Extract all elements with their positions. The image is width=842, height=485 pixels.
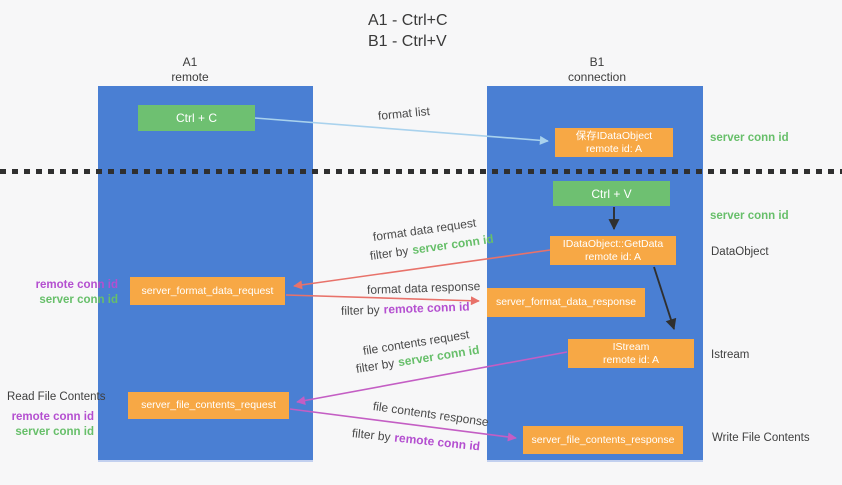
side-label-remote-conn-id-left-2: remote conn id: [11, 411, 94, 423]
node-istream: IStream remote id: A: [568, 339, 694, 368]
lane-b-subtitle: connection: [567, 70, 627, 84]
lane-a-name: A1: [182, 55, 198, 69]
remote-conn-id-text-2: remote conn id: [393, 430, 481, 454]
node-ctrl-c-label: Ctrl + C: [175, 111, 217, 125]
side-label-read-file-contents: Read File Contents: [7, 391, 106, 403]
node-idataobject-getdata: IDataObject::GetData remote id: A: [550, 236, 676, 265]
node-istream-line2: remote id: A: [602, 353, 660, 366]
node-server-format-data-request-label: server_format_data_request: [141, 284, 274, 297]
node-istream-line1: IStream: [612, 340, 650, 353]
node-idataobject-getdata-line2: remote id: A: [584, 250, 642, 263]
lane-b-header: B1 connection: [537, 55, 657, 85]
node-save-idataobject-line2: remote id: A: [585, 142, 643, 155]
side-label-server-conn-id-left-2: server conn id: [15, 426, 94, 438]
node-server-file-contents-request-label: server_file_contents_request: [141, 399, 276, 411]
node-ctrl-c: Ctrl + C: [138, 105, 255, 131]
node-save-idataobject: 保存IDataObject remote id: A: [555, 128, 673, 157]
side-label-write-file-contents: Write File Contents: [712, 432, 810, 444]
edge-label-file-contents-response: file contents response: [372, 399, 490, 430]
side-label-istream: Istream: [711, 349, 750, 361]
node-ctrl-v-label: Ctrl + V: [591, 186, 632, 201]
node-ctrl-v: Ctrl + V: [553, 181, 670, 206]
side-label-server-conn-id-left-1: server conn id: [39, 294, 118, 306]
lane-b-name: B1: [589, 55, 605, 69]
side-label-dataobject: DataObject: [711, 246, 769, 258]
title-line-1: A1 - Ctrl+C: [368, 12, 448, 29]
node-idataobject-getdata-line1: IDataObject::GetData: [562, 237, 664, 250]
side-label-server-conn-id-top-right: server conn id: [710, 132, 789, 144]
side-label-server-conn-id-mid-right: server conn id: [710, 210, 789, 222]
filter-by-text-4: filter by: [351, 426, 392, 445]
node-server-format-data-response: server_format_data_response: [487, 288, 645, 317]
node-server-file-contents-response: server_file_contents_response: [523, 426, 683, 454]
node-server-format-data-response-label: server_format_data_response: [495, 296, 637, 308]
node-save-idataobject-line1: 保存IDataObject: [575, 129, 653, 142]
dashed-divider-line: [0, 169, 842, 174]
filter-by-text-3: filter by: [354, 356, 396, 376]
diagram-title: A1 - Ctrl+C B1 - Ctrl+V: [368, 10, 448, 52]
edge-label-format-list: format list: [377, 104, 431, 123]
lane-a-header: A1 remote: [130, 55, 250, 85]
edge-label-format-data-response: format data response: [366, 279, 481, 297]
node-server-file-contents-response-label: server_file_contents_response: [531, 433, 675, 446]
title-line-2: B1 - Ctrl+V: [368, 33, 447, 50]
side-label-remote-conn-id-left-1: remote conn id: [35, 279, 118, 291]
remote-conn-id-text-1: remote conn id: [383, 299, 470, 317]
node-server-file-contents-request: server_file_contents_request: [128, 392, 289, 419]
node-server-format-data-request: server_format_data_request: [130, 277, 285, 305]
lane-a-subtitle: remote: [171, 70, 209, 84]
filter-by-text-2: filter by: [340, 302, 380, 318]
filter-by-text-1: filter by: [369, 243, 410, 263]
